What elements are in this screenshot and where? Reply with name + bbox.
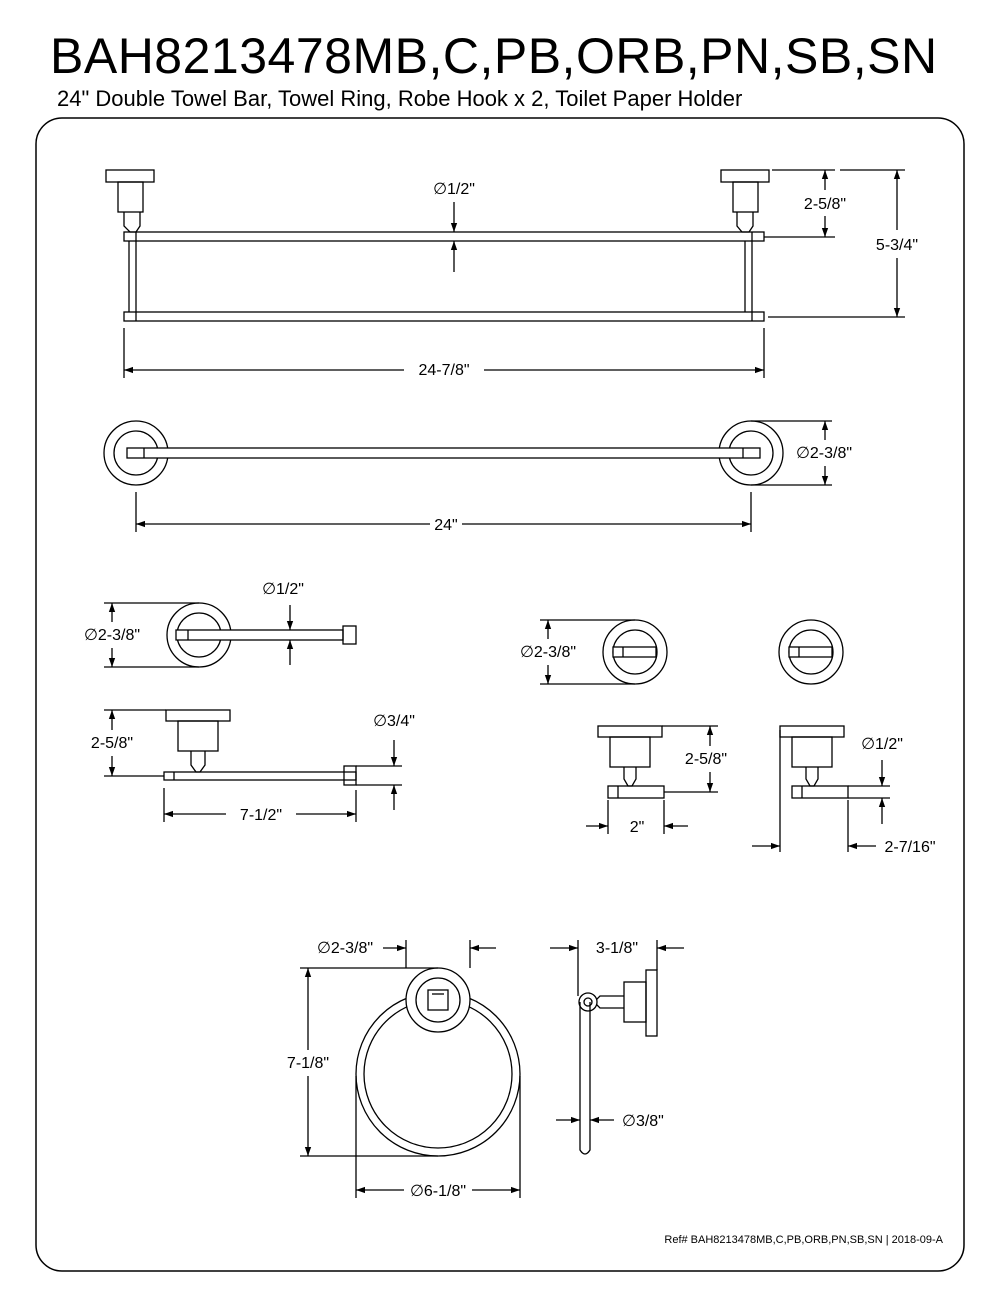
label-hook-flange-diameter: ∅2-3/8": [520, 644, 576, 661]
dim-bar-projection: [764, 169, 835, 238]
dim-ring-height: [300, 967, 438, 1157]
dim-hook-thickness: [848, 760, 890, 824]
drawing-frame: [35, 117, 965, 1272]
label-hook-projection: 2-5/8": [685, 751, 727, 768]
dim-hook-flange-diameter: [540, 619, 635, 685]
dim-tph-projection: [104, 709, 166, 777]
label-tph-length: 7-1/2": [240, 807, 282, 824]
dim-hook-depth: [752, 730, 876, 852]
label-bar-flange-diameter: ∅2-3/8": [796, 445, 852, 462]
label-bar-height: 5-3/4": [876, 237, 918, 254]
dim-bar-center-to-center: [135, 492, 752, 532]
dim-bar-height: [768, 169, 905, 318]
label-ring-diameter: ∅6-1/8": [410, 1183, 466, 1200]
robe-hook-side-view-2: [779, 725, 849, 799]
robe-hook-side-view-1: [597, 725, 665, 799]
dim-hook-width: [586, 800, 688, 834]
label-hook-thickness: ∅1/2": [861, 736, 903, 753]
label-bar-rod-diameter: ∅1/2": [433, 181, 475, 198]
robe-hook-front-view-2: [778, 619, 844, 685]
towel-ring-front-view: [355, 967, 521, 1157]
dim-tph-end-cap: [356, 740, 402, 810]
dim-ring-diameter: [355, 1076, 521, 1198]
dim-tph-length: [163, 788, 357, 822]
dim-tph-flange-diameter: [104, 602, 199, 668]
label-bar-projection: 2-5/8": [804, 196, 846, 213]
label-tph-projection: 2-5/8": [91, 735, 133, 752]
toilet-paper-holder-side-view: [163, 709, 357, 786]
label-ring-height: 7-1/8": [287, 1055, 329, 1072]
dim-hook-projection: [662, 725, 718, 793]
label-hook-width: 2": [630, 819, 645, 836]
label-tph-end-cap: ∅3/4": [373, 713, 415, 730]
dim-ring-projection: [550, 940, 684, 996]
robe-hook-front-view-1: [602, 619, 668, 685]
toilet-paper-holder-front-view: [166, 602, 357, 668]
label-tph-rod-diameter: ∅1/2": [262, 581, 304, 598]
label-ring-rod-diameter: ∅3/8": [622, 1113, 664, 1130]
label-bar-center-to-center: 24": [434, 517, 457, 534]
label-hook-depth: 2-7/16": [884, 839, 935, 856]
page-subtitle: 24" Double Towel Bar, Towel Ring, Robe H…: [57, 86, 743, 111]
label-ring-projection: 3-1/8": [596, 940, 638, 957]
towel-ring-side-view: [578, 969, 658, 1155]
label-ring-flange-diameter: ∅2-3/8": [317, 940, 373, 957]
dim-bar-overall-length: [123, 328, 765, 378]
reference-note: Ref# BAH8213478MB,C,PB,ORB,PN,SB,SN | 20…: [664, 1234, 943, 1246]
dim-bar-flange-diameter: [751, 420, 832, 486]
label-tph-flange-diameter: ∅2-3/8": [84, 627, 140, 644]
dim-ring-flange-diameter: [383, 940, 496, 968]
label-bar-overall-length: 24-7/8": [418, 362, 469, 379]
page-title: BAH8213478MB,C,PB,ORB,PN,SB,SN: [50, 28, 938, 84]
double-towel-bar-front-view: [103, 420, 784, 486]
